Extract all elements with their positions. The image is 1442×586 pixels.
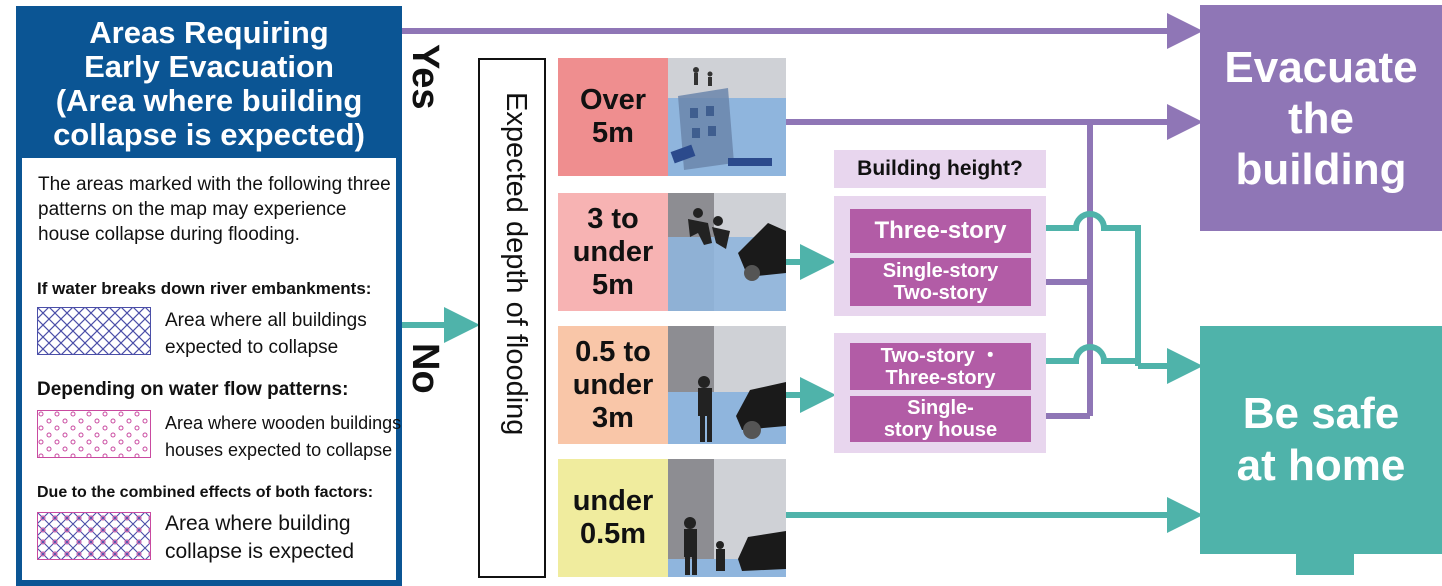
option-two-three-story: Two-story ・ Three-story bbox=[850, 343, 1031, 390]
panel-title-line: collapse is expected) bbox=[53, 117, 365, 152]
building-height-question: Building height? bbox=[834, 150, 1046, 188]
option-single-two-story: Single-story Two-story bbox=[850, 258, 1031, 306]
panel-title-line: (Area where building bbox=[55, 83, 363, 118]
safe-collector bbox=[1046, 211, 1185, 366]
05-to-3m-flood-illustration bbox=[668, 326, 786, 444]
option-label: Three-story bbox=[874, 217, 1007, 244]
outcome-line: Evacuate bbox=[1224, 42, 1418, 92]
legend-desc-line: Area where wooden buildings bbox=[165, 413, 402, 433]
legend-desc-line: expected to collapse bbox=[165, 337, 339, 358]
3-to-5m-flood-illustration bbox=[668, 193, 786, 311]
evacuate-building-outcome: Evacuate the building bbox=[1200, 5, 1442, 231]
outcome-line: building bbox=[1235, 144, 1407, 194]
panel-intro-text: The areas marked with the following thre… bbox=[38, 172, 398, 247]
legend-heading-combined: Due to the combined effects of both fact… bbox=[37, 484, 374, 501]
legend-desc-line: collapse is expected bbox=[165, 540, 355, 563]
outcome-line: Be safe bbox=[1242, 389, 1400, 438]
legend-heading-water-flow: Depending on water flow patterns: bbox=[37, 379, 349, 400]
category-line: 5m bbox=[592, 117, 634, 149]
evacuate-collector bbox=[1046, 122, 1093, 419]
category-line: 3 to bbox=[587, 202, 639, 235]
option-single-story-house: Single- story house bbox=[850, 396, 1031, 442]
option-label: Single- bbox=[907, 397, 974, 419]
depth-label-box bbox=[478, 58, 546, 578]
dotted-pattern-swatch bbox=[37, 410, 151, 458]
legend-desc-line: Area where building bbox=[165, 512, 351, 535]
safe-outcome-tail bbox=[1296, 552, 1354, 575]
no-label: No bbox=[404, 343, 446, 394]
category-line: Over bbox=[579, 84, 647, 116]
category-line: 3m bbox=[592, 401, 634, 434]
option-label: Two-story bbox=[893, 282, 988, 304]
category-line: 0.5m bbox=[579, 518, 647, 550]
option-three-story: Three-story bbox=[850, 209, 1031, 253]
category-line: 5m bbox=[592, 268, 634, 301]
outcome-line: the bbox=[1287, 93, 1354, 143]
legend-desc-line: Area where all buildings bbox=[165, 310, 367, 331]
panel-title-line: Early Evacuation bbox=[84, 49, 334, 84]
option-label: Single-story bbox=[882, 260, 999, 282]
option-label: Three-story bbox=[885, 366, 996, 389]
combined-pattern-swatch bbox=[37, 512, 151, 560]
intro-line: patterns on the map may experience bbox=[38, 199, 347, 220]
yes-label: Yes bbox=[404, 44, 446, 110]
panel-title: Areas Requiring Early Evacuation (Area w… bbox=[16, 6, 402, 158]
option-label: Two-story ・ bbox=[880, 344, 1001, 367]
category-line: under bbox=[572, 368, 654, 401]
option-label: story house bbox=[883, 419, 998, 441]
legend-desc-all-collapse: Area where all buildings expected to col… bbox=[165, 307, 367, 361]
legend-desc-wooden-collapse: Area where wooden buildings houses expec… bbox=[165, 410, 401, 464]
crosshatch-pattern-swatch bbox=[37, 307, 151, 355]
intro-line: house collapse during flooding. bbox=[38, 224, 300, 245]
depth-label: Expected depth of flooding bbox=[500, 92, 532, 436]
category-line: 0.5 to bbox=[575, 335, 651, 368]
panel-title-line: Areas Requiring bbox=[89, 15, 329, 50]
legend-desc-building-collapse: Area where building collapse is expected bbox=[165, 510, 354, 566]
under-05m-flood-illustration bbox=[668, 459, 786, 577]
safe-at-home-outcome: Be safe at home bbox=[1200, 326, 1442, 554]
category-line: under bbox=[572, 485, 654, 517]
intro-line: The areas marked with the following thre… bbox=[38, 174, 391, 195]
legend-desc-line: houses expected to collapse bbox=[165, 440, 393, 460]
category-line: under bbox=[572, 235, 654, 268]
legend-heading-embankment: If water breaks down river embankments: bbox=[37, 279, 372, 298]
outcome-line: at home bbox=[1236, 441, 1406, 490]
over-5m-flood-illustration bbox=[668, 58, 786, 176]
